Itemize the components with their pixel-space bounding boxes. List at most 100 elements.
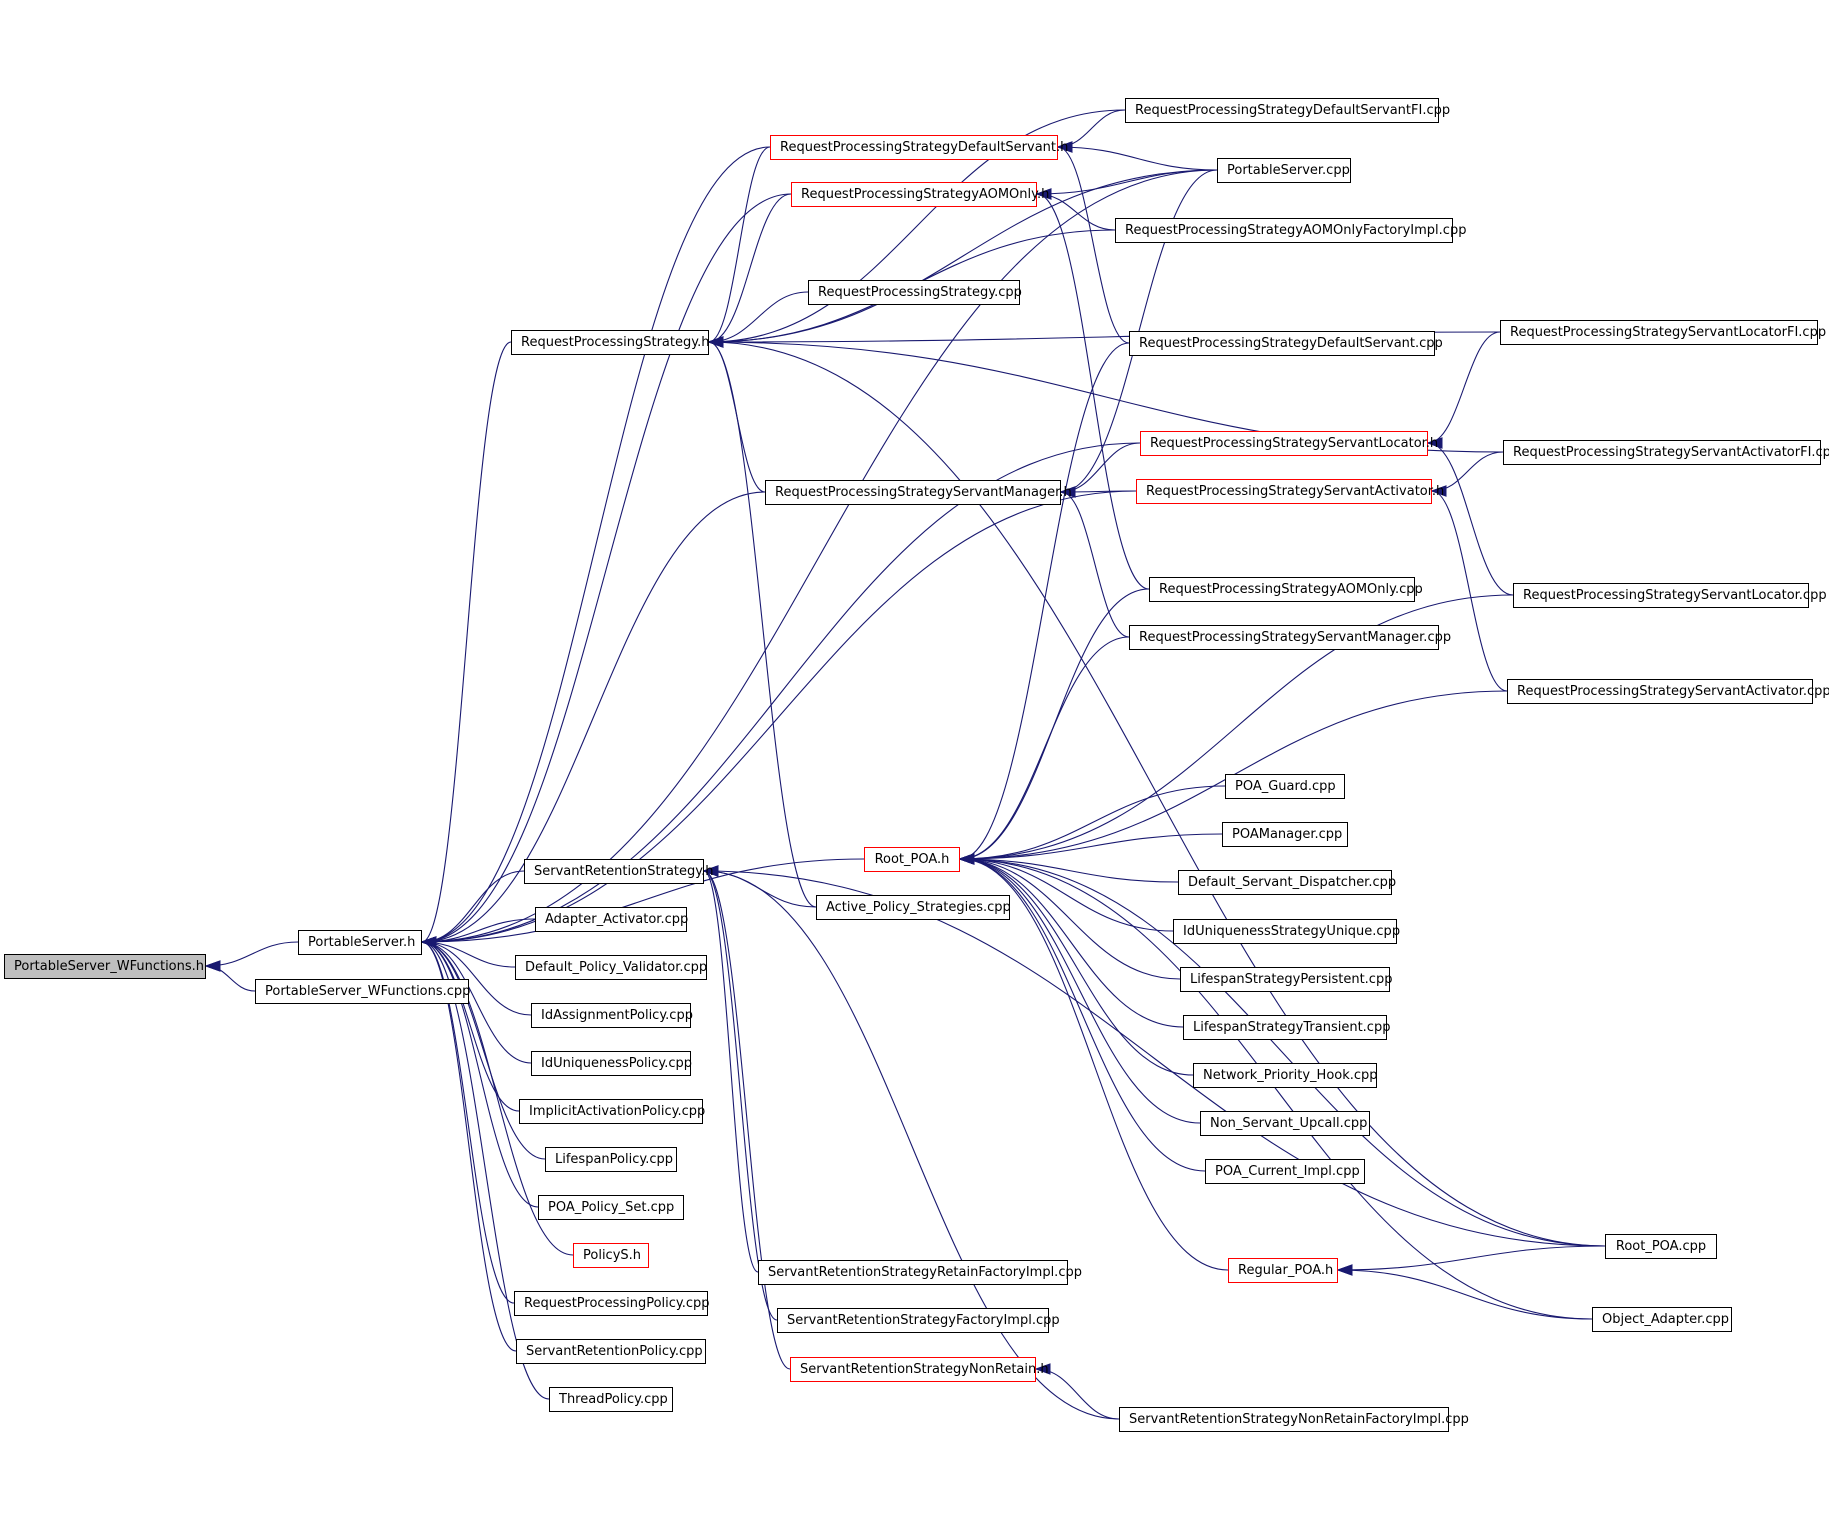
node-requestprocessingstrategy-h[interactable]: RequestProcessingStrategy.h (511, 329, 709, 355)
node-poa-current-impl-cpp[interactable]: POA_Current_Impl.cpp (1205, 1158, 1365, 1184)
node-portableserver-h[interactable]: PortableServer.h (298, 929, 422, 955)
node-poamanager-cpp[interactable]: POAManager.cpp (1222, 821, 1348, 847)
node-active-policy-strategies-cpp[interactable]: Active_Policy_Strategies.cpp (816, 894, 1011, 920)
edge-n50-to-n24 (703, 870, 1120, 1420)
edge-n36-to-n23 (959, 858, 1201, 1124)
arrowhead-n19-to-n15 (1059, 486, 1076, 498)
node-default-policy-validator-cpp[interactable]: Default_Policy_Validator.cpp (515, 954, 707, 980)
edge-n11-to-n13 (1427, 331, 1501, 444)
node-portableserver-cpp[interactable]: PortableServer.cpp (1217, 157, 1351, 183)
node-non-servant-upcall-cpp[interactable]: Non_Servant_Upcall.cpp (1200, 1110, 1370, 1136)
edge-n6-to-n5 (1057, 146, 1218, 171)
node-servantretentionpolicy-cpp[interactable]: ServantRetentionPolicy.cpp (516, 1338, 706, 1364)
node-portableserver-wfunctions-cpp[interactable]: PortableServer_WFunctions.cpp (255, 978, 470, 1004)
node-requestprocessingstrategyaomonlyfactoryimpl-cpp[interactable]: RequestProcessingStrategyAOMOnlyFactoryI… (1115, 217, 1466, 243)
node-poa-guard-cpp[interactable]: POA_Guard.cpp (1225, 773, 1345, 799)
arrowhead-n45-to-n42 (1336, 1264, 1353, 1276)
arrowhead-n17-to-n7 (1035, 188, 1052, 200)
edge-n27-to-n2 (421, 918, 536, 943)
edge-n6-to-n7 (1036, 169, 1218, 195)
node-regular-poa-h[interactable]: Regular_POA.h (1228, 1257, 1338, 1283)
arrowhead-n12-to-n5 (1056, 141, 1073, 153)
edge-n12-to-n23 (959, 342, 1130, 860)
edge-n41-to-n2 (421, 941, 574, 1256)
node-requestprocessingstrategyaomonly-h[interactable]: RequestProcessingStrategyAOMOnly.h (791, 181, 1049, 207)
node-requestprocessingstrategyservantlocator-h[interactable]: RequestProcessingStrategyServantLocator.… (1140, 430, 1438, 456)
node-requestprocessingstrategyaomonly-cpp[interactable]: RequestProcessingStrategyAOMOnly.cpp (1149, 576, 1423, 602)
edge-n17-to-n7 (1036, 193, 1150, 590)
node-root-poa-cpp[interactable]: Root_POA.cpp (1605, 1233, 1717, 1259)
node-servantretentionstrategyfactoryimpl-cpp[interactable]: ServantRetentionStrategyFactoryImpl.cpp (777, 1307, 1060, 1333)
arrowhead-n40-to-n24 (702, 865, 719, 877)
edge-n12-to-n5 (1057, 146, 1130, 344)
edge-n45-to-n23 (959, 858, 1593, 1320)
edge-n40-to-n24 (703, 870, 1606, 1247)
node-requestprocessingstrategydefaultservantfi-cpp[interactable]: RequestProcessingStrategyDefaultServantF… (1125, 97, 1450, 123)
arrowhead-n40-to-n10 (707, 336, 724, 348)
node-servantretentionstrategynonretainfactoryimpl-cpp[interactable]: ServantRetentionStrategyNonRetainFactory… (1119, 1406, 1469, 1432)
edge-n18-to-n13 (1427, 442, 1514, 596)
edge-n28-to-n23 (959, 858, 1174, 932)
node-servantretentionstrategynonretain-h[interactable]: ServantRetentionStrategyNonRetain.h (790, 1356, 1049, 1382)
arrowhead-n49-to-n2 (420, 936, 437, 948)
node-lifespanpolicy-cpp[interactable]: LifespanPolicy.cpp (545, 1146, 677, 1172)
node-default-servant-dispatcher-cpp[interactable]: Default_Servant_Dispatcher.cpp (1178, 869, 1396, 895)
node-requestprocessingstrategyservantactivatorfi-cpp[interactable]: RequestProcessingStrategyServantActivato… (1503, 439, 1829, 465)
edge-n15-to-n2 (421, 491, 766, 943)
edge-n24-to-n2 (421, 870, 525, 943)
node-requestprocessingstrategyservantlocator-cpp[interactable]: RequestProcessingStrategyServantLocator.… (1513, 582, 1827, 608)
node-requestprocessingpolicy-cpp[interactable]: RequestProcessingPolicy.cpp (514, 1290, 710, 1316)
node-network-priority-hook-cpp[interactable]: Network_Priority_Hook.cpp (1193, 1062, 1378, 1088)
edge-n46-to-n24 (703, 870, 778, 1321)
node-root-poa-h[interactable]: Root_POA.h (864, 846, 960, 872)
node-requestprocessingstrategyservantlocatorfi-cpp[interactable]: RequestProcessingStrategyServantLocatorF… (1500, 319, 1826, 345)
edge-n45-to-n42 (1337, 1269, 1593, 1320)
edge-n33-to-n2 (421, 941, 532, 1064)
node-policys-h[interactable]: PolicyS.h (573, 1242, 649, 1268)
edge-n5-to-n2 (421, 146, 771, 943)
node-servantretentionstrategyretainfactoryimpl-cpp[interactable]: ServantRetentionStrategyRetainFactoryImp… (758, 1259, 1082, 1285)
node-requestprocessingstrategyservantmanager-cpp[interactable]: RequestProcessingStrategyServantManager.… (1129, 624, 1451, 650)
node-requestprocessingstrategyservantactivator-h[interactable]: RequestProcessingStrategyServantActivato… (1136, 478, 1444, 504)
edge-n6-to-n2 (421, 169, 1218, 943)
edge-n39-to-n2 (421, 941, 539, 1208)
edge-n32-to-n23 (959, 858, 1184, 1028)
edge-n26-to-n10 (708, 341, 817, 908)
edge-n47-to-n2 (421, 941, 517, 1352)
node-lifespanstrategytransient-cpp[interactable]: LifespanStrategyTransient.cpp (1183, 1014, 1390, 1040)
node-object-adapter-cpp[interactable]: Object_Adapter.cpp (1592, 1306, 1732, 1332)
edge-n40-to-n10 (708, 341, 1606, 1247)
node-iduniquenessstrategyunique-cpp[interactable]: IdUniquenessStrategyUnique.cpp (1173, 918, 1400, 944)
edge-n21-to-n23 (959, 785, 1226, 860)
edge-layer (204, 109, 1606, 1420)
node-portableserver-wfunctions-h[interactable]: PortableServer_WFunctions.h (4, 953, 206, 979)
node-threadpolicy-cpp[interactable]: ThreadPolicy.cpp (549, 1386, 673, 1412)
edge-n35-to-n2 (421, 941, 520, 1112)
edge-n37-to-n2 (421, 941, 546, 1160)
node-adapter-activator-cpp[interactable]: Adapter_Activator.cpp (535, 906, 688, 932)
node-requestprocessingstrategyservantactivator-cpp[interactable]: RequestProcessingStrategyServantActivato… (1507, 678, 1829, 704)
node-requestprocessingstrategydefaultservant-h[interactable]: RequestProcessingStrategyDefaultServant.… (770, 134, 1068, 160)
edge-n9-to-n10 (708, 291, 809, 343)
node-lifespanstrategypersistent-cpp[interactable]: LifespanStrategyPersistent.cpp (1180, 966, 1392, 992)
node-idassignmentpolicy-cpp[interactable]: IdAssignmentPolicy.cpp (531, 1002, 693, 1028)
node-servantretentionstrategy-h[interactable]: ServantRetentionStrategy.h (524, 858, 714, 884)
edge-n34-to-n23 (959, 858, 1194, 1076)
edge-n40-to-n42 (1337, 1245, 1606, 1271)
node-requestprocessingstrategyservantmanager-h[interactable]: RequestProcessingStrategyServantManager.… (765, 479, 1072, 505)
edge-n7-to-n2 (421, 193, 792, 943)
edge-n18-to-n23 (959, 594, 1514, 860)
node-requestprocessingstrategydefaultservant-cpp[interactable]: RequestProcessingStrategyDefaultServant.… (1129, 330, 1443, 356)
edge-n40-to-n23 (959, 858, 1606, 1247)
edge-n22-to-n23 (959, 833, 1223, 860)
edge-n42-to-n23 (959, 858, 1229, 1271)
edge-n30-to-n23 (959, 858, 1181, 980)
edge-n23-to-n2 (421, 858, 865, 943)
node-poa-policy-set-cpp[interactable]: POA_Policy_Set.cpp (538, 1194, 684, 1220)
node-implicitactivationpolicy-cpp[interactable]: ImplicitActivationPolicy.cpp (519, 1098, 705, 1124)
edge-n48-to-n24 (703, 870, 791, 1370)
arrowhead-n18-to-n13 (1426, 437, 1443, 449)
node-iduniquenesspolicy-cpp[interactable]: IdUniquenessPolicy.cpp (531, 1050, 692, 1076)
edge-n3-to-n1 (205, 965, 256, 992)
node-requestprocessingstrategy-cpp[interactable]: RequestProcessingStrategy.cpp (808, 279, 1022, 305)
